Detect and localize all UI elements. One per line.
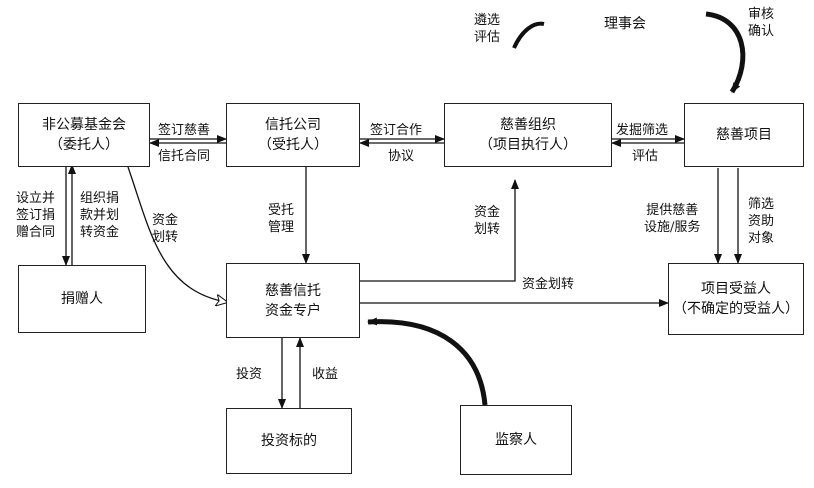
node-foundation-line2: （委托人） bbox=[49, 137, 119, 153]
node-beneficiary-line2: （不确定的受益人） bbox=[673, 301, 799, 317]
node-trust-company-line2: （受托人） bbox=[258, 137, 328, 153]
node-foundation: 非公募基金会 （委托人） bbox=[18, 103, 150, 167]
label-evaluate: 评估 bbox=[632, 149, 659, 164]
label-screen-recipients: 筛选 资助 对象 bbox=[748, 197, 775, 246]
label-sign-coop: 签订合作 bbox=[370, 123, 423, 138]
node-supervisor-line1: 监察人 bbox=[495, 432, 537, 448]
label-returns: 收益 bbox=[312, 367, 339, 382]
edge-account-org bbox=[360, 179, 519, 282]
label-agreement: 协议 bbox=[388, 149, 415, 164]
label-explore-select: 发掘筛选 bbox=[616, 123, 669, 138]
label-invest: 投资 bbox=[236, 367, 263, 382]
curve-supervisor bbox=[367, 317, 488, 406]
council-review-confirm: 审核 确认 bbox=[748, 7, 775, 39]
label-setup-sign: 设立并 签订捐 赠合同 bbox=[16, 191, 56, 240]
node-charity-org-line2: （项目执行人） bbox=[479, 137, 577, 153]
label-sign-charity: 签订慈善 bbox=[158, 123, 211, 138]
council-label: 理事会 bbox=[604, 16, 646, 32]
node-beneficiary-line1: 项目受益人 bbox=[701, 281, 771, 297]
node-supervisor: 监察人 bbox=[460, 405, 572, 475]
label-organize-donation: 组织捐 款并划 转资金 bbox=[80, 191, 120, 240]
label-provide-facilities: 提供慈善 设施/服务 bbox=[644, 203, 701, 235]
node-donor: 捐赠人 bbox=[18, 265, 146, 333]
label-fund-transfer-3: 资金划转 bbox=[522, 277, 575, 292]
node-trust-account: 慈善信托 资金专户 bbox=[226, 263, 360, 338]
node-investment-target-line1: 投资标的 bbox=[261, 433, 317, 449]
council-select-eval: 遴选 评估 bbox=[474, 13, 501, 45]
label-entrusted-mgmt: 受托 管理 bbox=[268, 203, 295, 235]
edge-foundation-account-curve bbox=[127, 166, 226, 302]
node-charity-project-line1: 慈善项目 bbox=[716, 127, 772, 143]
node-charity-project: 慈善项目 bbox=[684, 103, 804, 167]
curve-select bbox=[512, 21, 545, 49]
label-trust-contract: 信托合同 bbox=[158, 149, 211, 164]
node-foundation-line1: 非公募基金会 bbox=[42, 117, 126, 133]
node-trust-account-line2: 资金专户 bbox=[265, 302, 321, 319]
node-investment-target: 投资标的 bbox=[226, 408, 352, 474]
label-fund-transfer-1: 资金 划转 bbox=[152, 213, 179, 245]
node-charity-org: 慈善组织 （项目执行人） bbox=[444, 103, 612, 167]
node-charity-org-line1: 慈善组织 bbox=[500, 117, 556, 133]
node-trust-account-line1: 慈善信托 bbox=[265, 282, 321, 299]
node-trust-company: 信托公司 （受托人） bbox=[226, 103, 360, 167]
curve-review bbox=[705, 11, 746, 94]
node-beneficiary: 项目受益人 （不确定的受益人） bbox=[668, 263, 804, 335]
node-donor-line1: 捐赠人 bbox=[61, 291, 103, 307]
node-trust-company-line1: 信托公司 bbox=[265, 117, 321, 133]
label-fund-transfer-2: 资金 划转 bbox=[474, 205, 501, 237]
